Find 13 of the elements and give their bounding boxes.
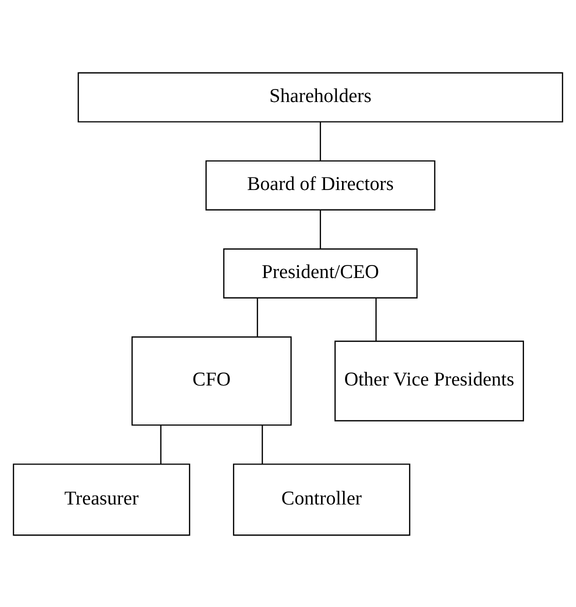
connector bbox=[320, 121, 322, 160]
connector bbox=[262, 424, 263, 464]
node-box: CFO bbox=[131, 336, 292, 426]
node-box: Board of Directors bbox=[205, 160, 436, 210]
node-box: Treasurer bbox=[12, 463, 190, 536]
node-box: Controller bbox=[232, 463, 410, 536]
connector bbox=[320, 209, 322, 248]
connector bbox=[160, 424, 162, 464]
connector bbox=[256, 298, 258, 336]
node-box: Other Vice Presidents bbox=[334, 340, 524, 421]
node-box: President/CEO bbox=[223, 248, 418, 298]
connector bbox=[375, 298, 377, 341]
node-box: Shareholders bbox=[78, 72, 564, 122]
